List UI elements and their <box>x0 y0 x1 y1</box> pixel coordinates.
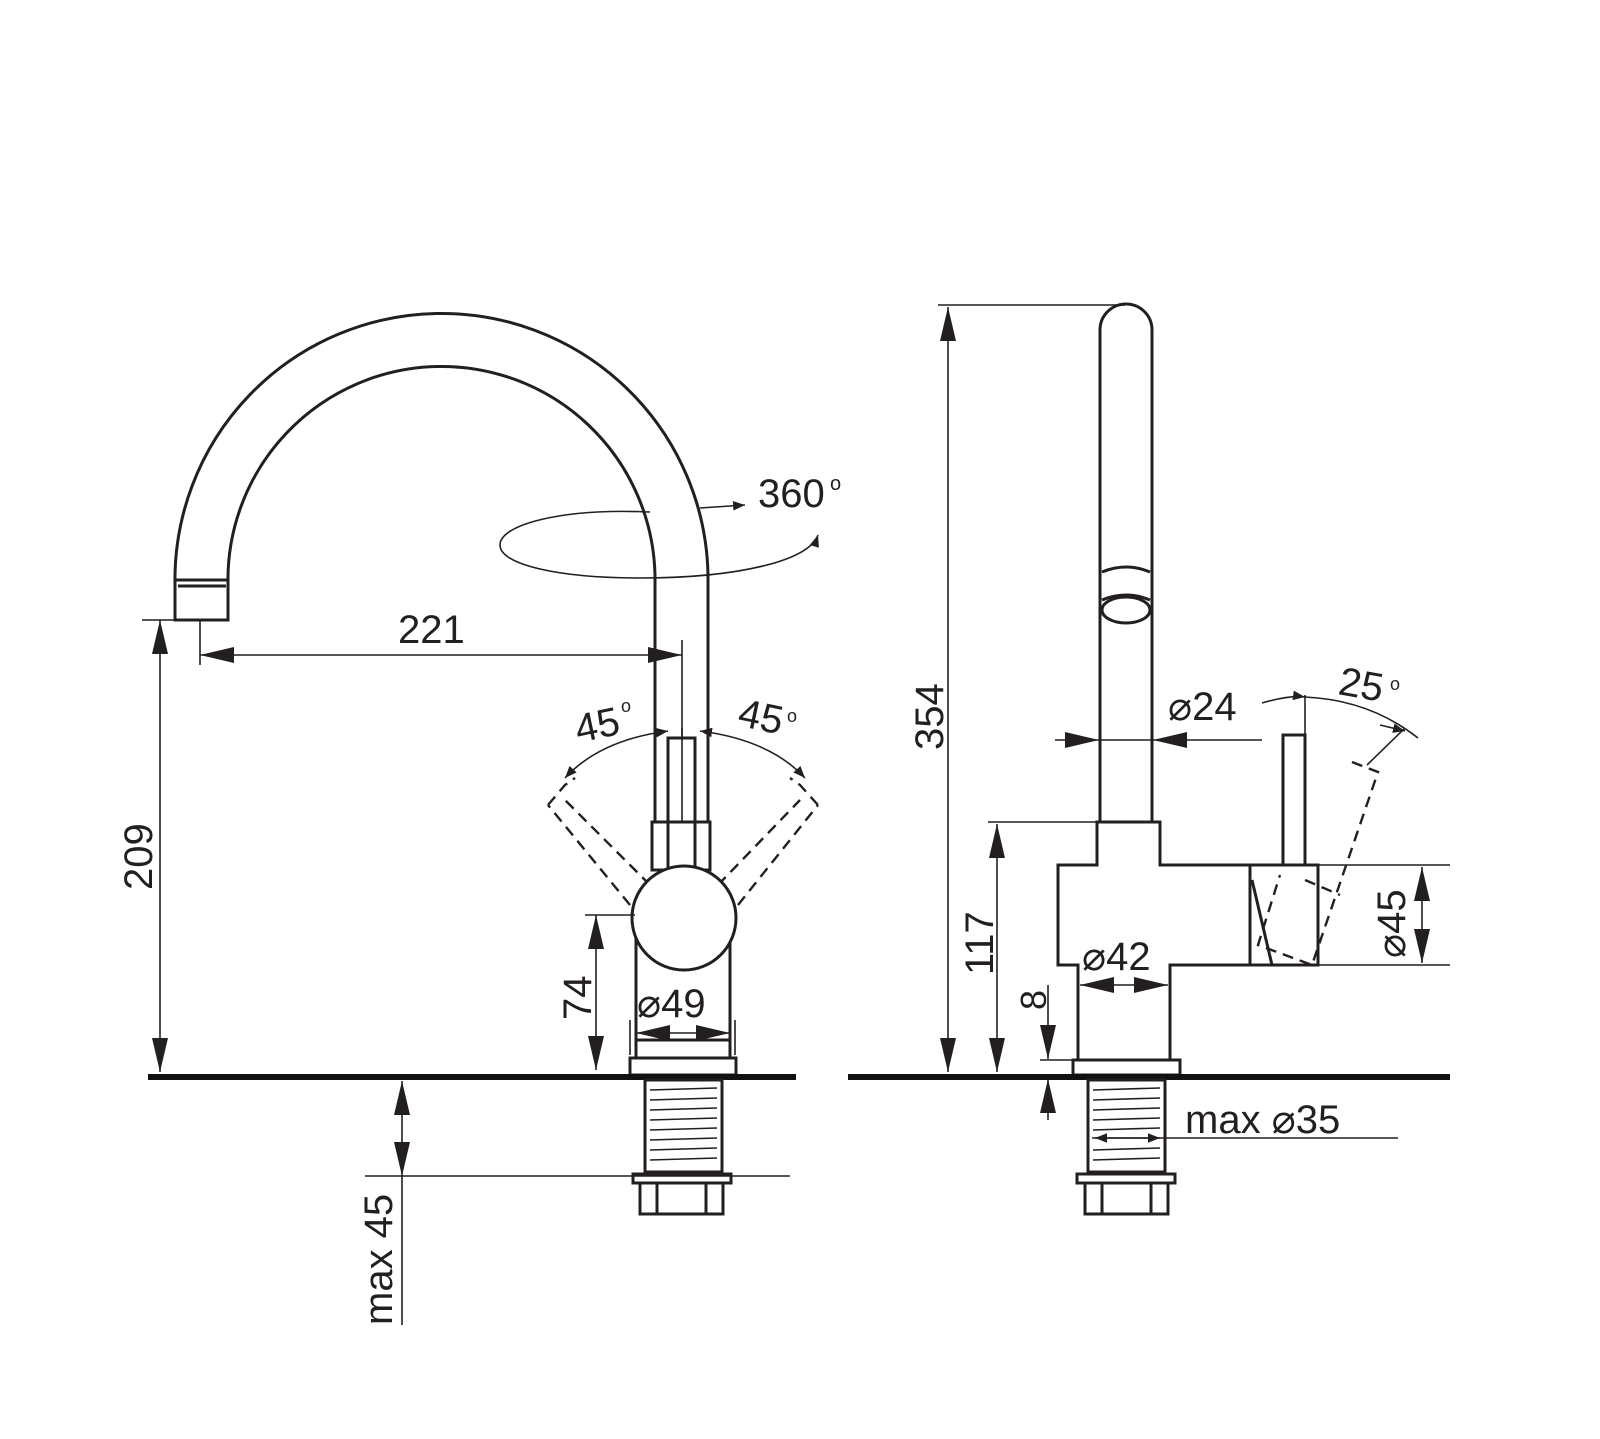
total-height-dimension: 354 <box>908 304 1125 1072</box>
reach-dimension: 221 <box>199 608 683 740</box>
counter-thickness-label: max 45 <box>357 1194 401 1325</box>
lever-swing-positions <box>547 777 819 906</box>
side-threaded-shank <box>1075 1078 1177 1216</box>
tube-diameter-label: ⌀24 <box>1168 685 1237 729</box>
degree-sign: o <box>1390 674 1400 694</box>
side-view: 354 117 8 ⌀24 25 o <box>848 302 1450 1216</box>
base-diameter-label: ⌀49 <box>637 982 706 1026</box>
side-body <box>1056 733 1380 1077</box>
lever-handle <box>650 736 712 872</box>
side-base-diameter-label: ⌀42 <box>1082 935 1151 979</box>
degree-sign: o <box>787 706 797 726</box>
spout-height-dimension: 209 <box>117 619 180 1072</box>
degree-sign: o <box>621 696 631 716</box>
spout <box>173 312 710 822</box>
degree-sign: o <box>830 473 841 495</box>
spout-height-label: 209 <box>117 823 161 890</box>
base-plate-dimension: 8 <box>1013 985 1073 1120</box>
cartridge-diameter-dimension: ⌀45 <box>1318 864 1450 966</box>
body-height-label: 74 <box>556 976 600 1021</box>
lever-left-angle-label: 45 <box>571 699 624 751</box>
front-view: 360 o 221 209 45 o 45 o <box>117 312 841 1325</box>
side-body-height-label: 117 <box>958 911 1002 975</box>
base-plate-label: 8 <box>1013 990 1054 1010</box>
lever-angle-label: 25 <box>1335 660 1386 711</box>
total-height-label: 354 <box>908 683 952 750</box>
side-base-diameter-dimension: ⌀42 <box>1080 935 1168 993</box>
counter-thickness-dimension: max 45 <box>357 1081 790 1325</box>
spout-tube <box>1098 302 1154 822</box>
swivel-angle-label: 360 <box>758 472 825 516</box>
body-height-dimension: 74 <box>556 914 635 1070</box>
body <box>628 864 738 1077</box>
lever-angle-dimension: 25 o <box>1261 660 1419 766</box>
reach-label: 221 <box>398 608 465 652</box>
threaded-shank <box>631 1078 733 1216</box>
hole-diameter-label: max ⌀35 <box>1185 1098 1340 1142</box>
base-diameter-dimension: ⌀49 <box>629 982 736 1055</box>
tube-diameter-dimension: ⌀24 <box>1055 685 1262 748</box>
side-body-height-dimension: 117 <box>958 821 1097 1072</box>
lever-angle-dimensions: 45 o 45 o <box>564 691 806 779</box>
cartridge-diameter-label: ⌀45 <box>1370 889 1414 958</box>
hole-diameter-dimension: max ⌀35 <box>1092 1098 1398 1143</box>
swivel-indicator: 360 o <box>499 472 841 579</box>
lever-right-angle-label: 45 <box>735 691 788 743</box>
